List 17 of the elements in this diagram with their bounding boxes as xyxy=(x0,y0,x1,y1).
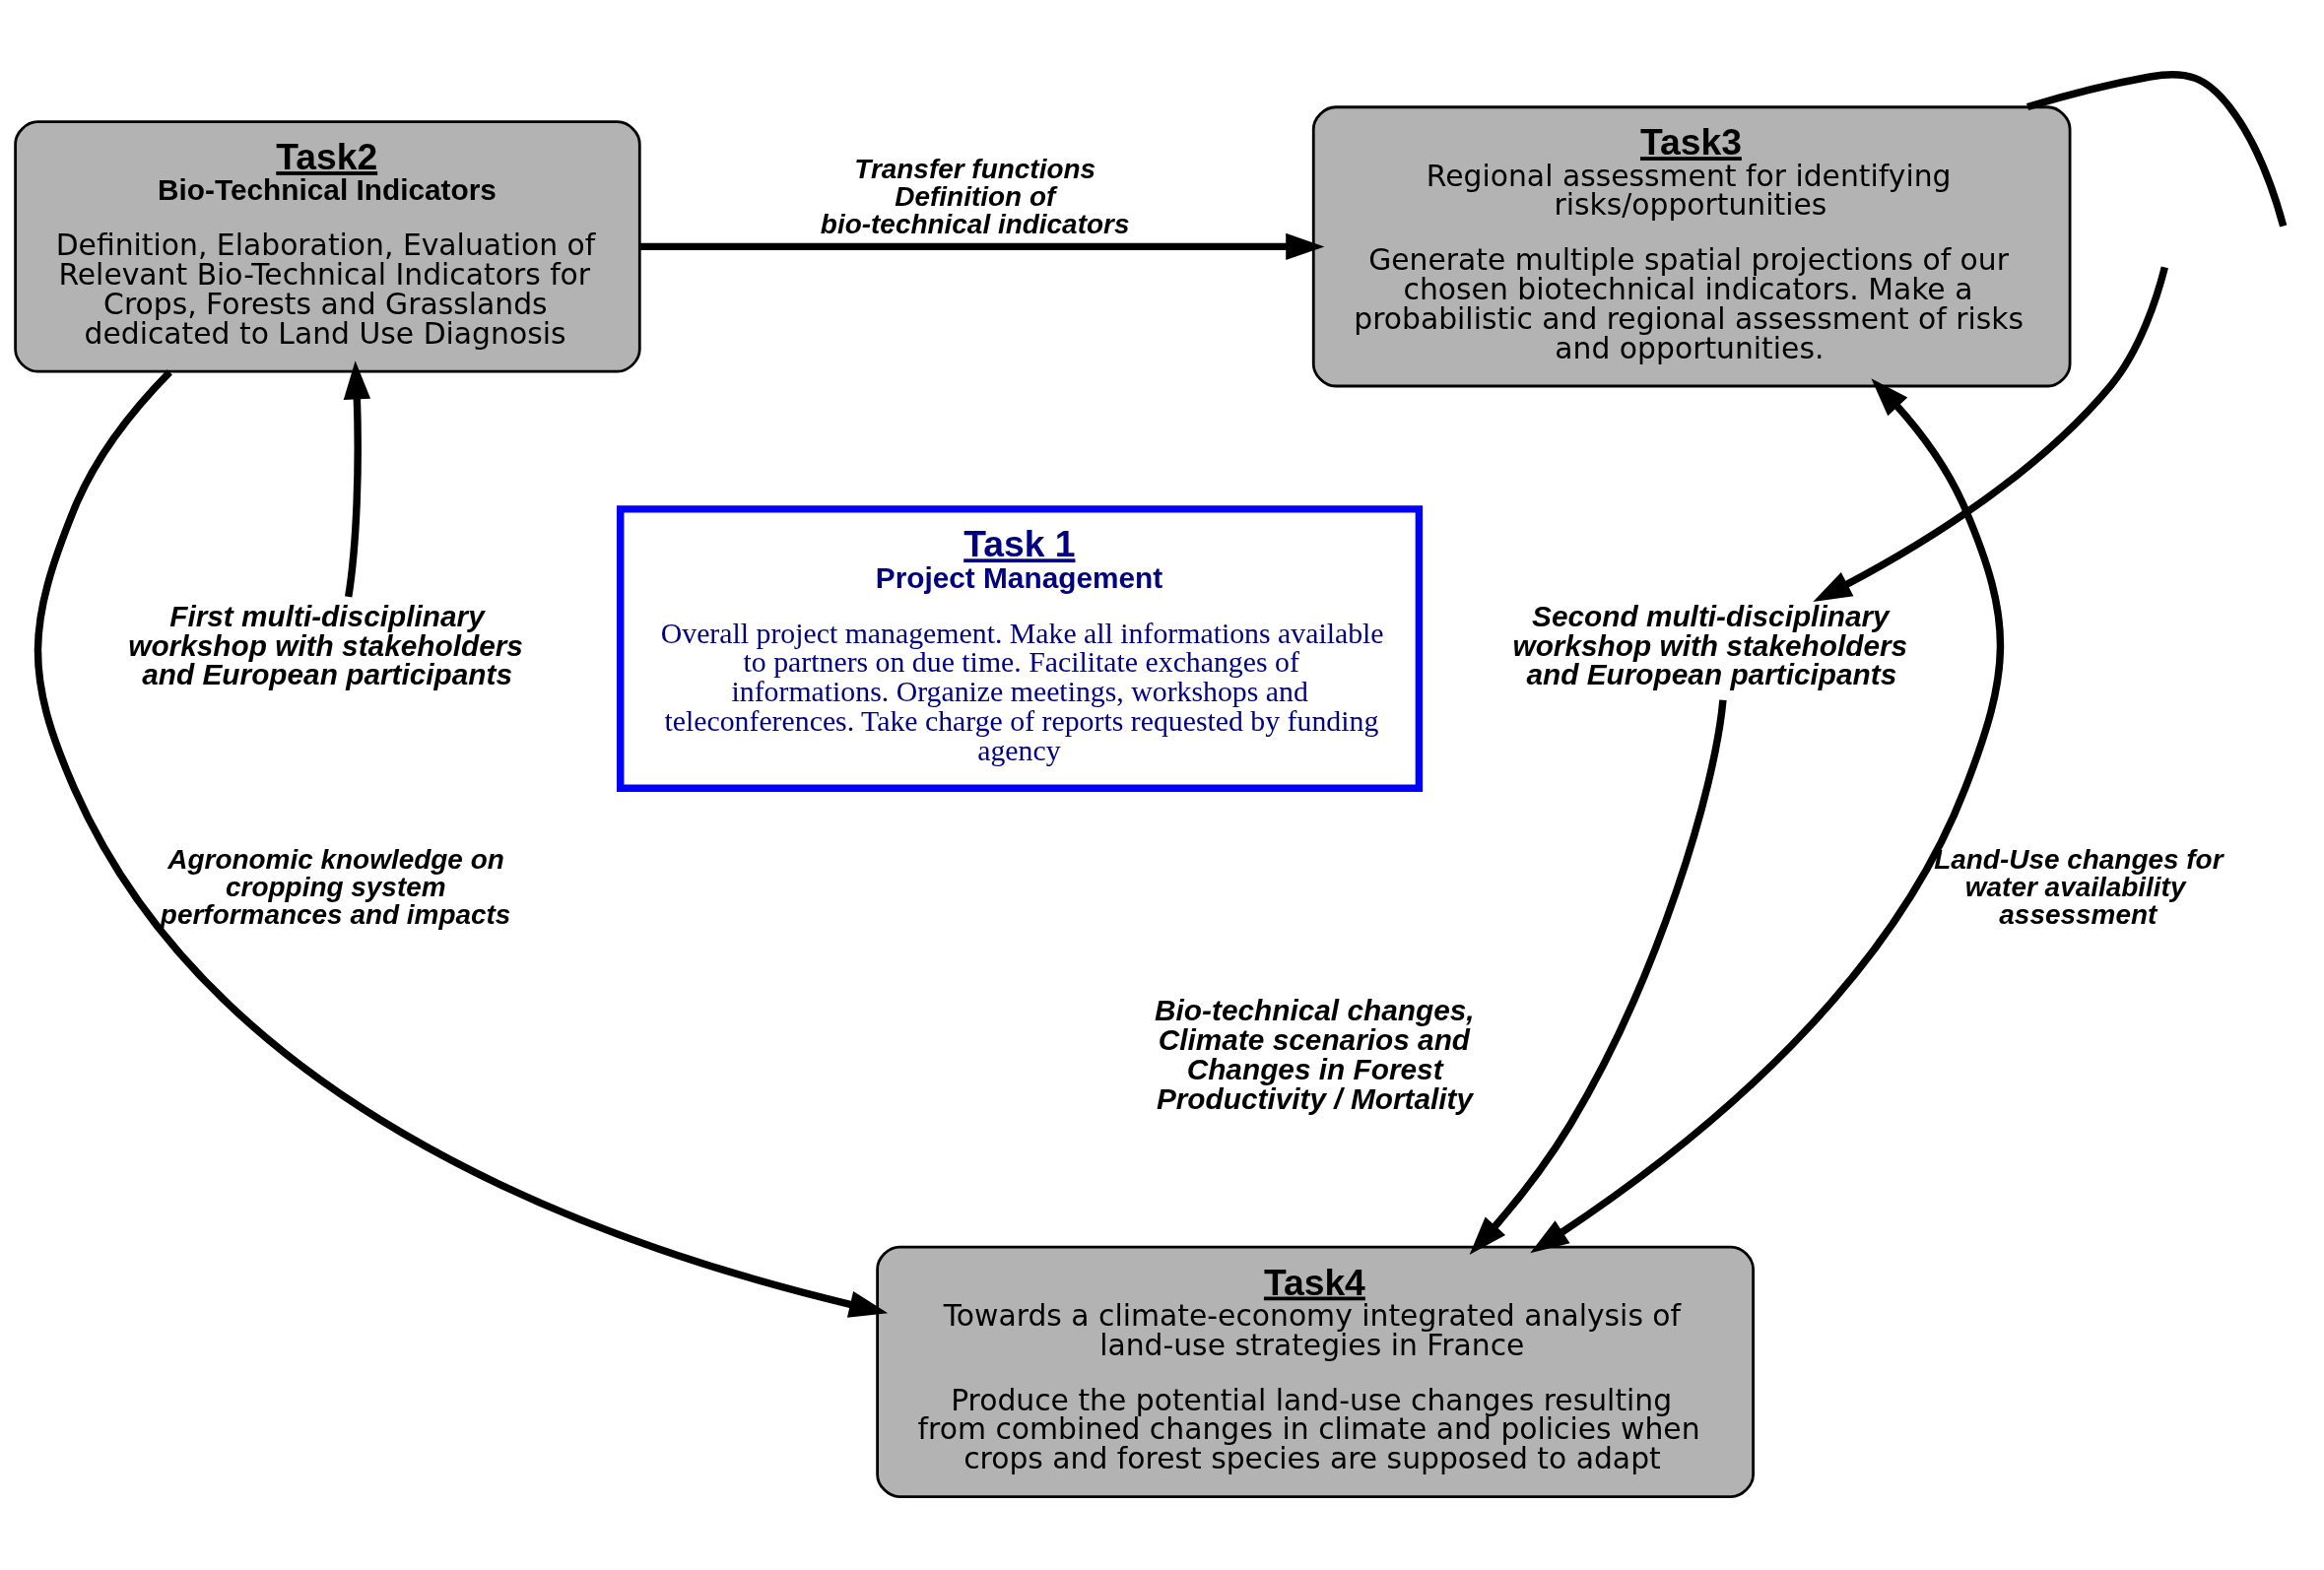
arrow xyxy=(1469,698,1727,1255)
arrow xyxy=(33,368,889,1318)
label: Bio-technical changes, Climate scenarios and Changes in Forest Productivity / Mortality xyxy=(1155,993,1475,1115)
node-box: Task2 Bio-Technical Indicators Definition, Elaboration, Evaluation of Relevant Bio-Technical Indicators for Crops, Forests and Grasslands dedicated to Land Use Diagnosis xyxy=(14,119,641,372)
arrow xyxy=(640,232,1325,260)
node-box: Task4 Towards a climate-economy integrated analysis of land-use strategies in France Produce the potential land-use changes resulting from combined changes in climate and policies when crops and forest species are supposed to adapt xyxy=(876,1245,1755,1498)
edge-label: Transfer functions Definition of bio-technical indicators xyxy=(820,153,1130,239)
node-box: Task3 Regional assessment for identifying risks/opportunities Generate multiple spatial projections of our chosen biotechnical indicators. Make a probabilistic and regional assessment of risks and opportunities. xyxy=(1311,104,2072,387)
edge-label: Land-Use changes for water availability assessment xyxy=(1934,843,2224,930)
arrow xyxy=(1530,377,2005,1253)
connector xyxy=(2026,70,2288,227)
edge-label: Agronomic knowledge on cropping system performances and impacts xyxy=(160,843,511,930)
arrow xyxy=(343,360,371,597)
node-text: First multi-disciplinary workshop with stakeholders and European participants xyxy=(128,599,523,690)
node-text: Second multi-disciplinary workshop with stakeholders and European participants xyxy=(1512,599,1908,690)
arrow xyxy=(1813,265,2168,602)
node-box: Task 1 Project Management Overall project management. Make all informations available to partners on due time. Facilitate exchanges of informations. Organize meetings, workshops and teleconferences. Take charge of reports requested by funding agency xyxy=(617,504,1424,792)
